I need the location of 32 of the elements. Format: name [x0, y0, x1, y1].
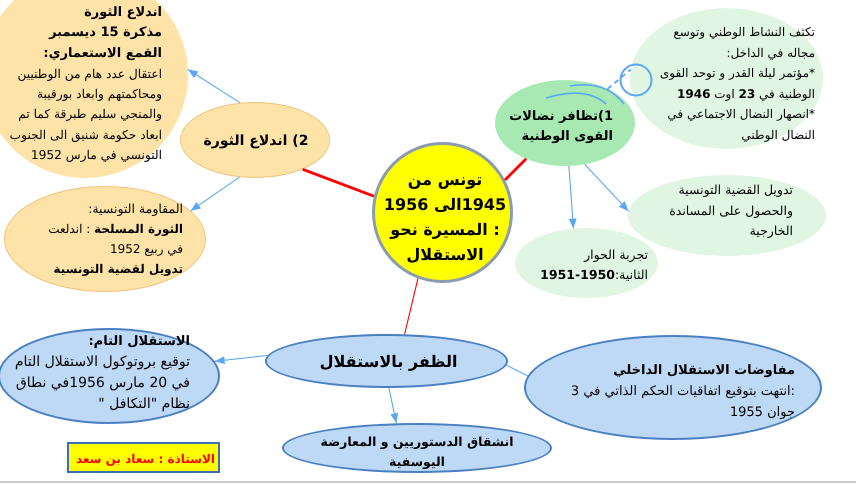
bubble-title: 2) اندلاع الثورة: [204, 132, 308, 151]
bubble-title: الظفر بالاستقلال: [320, 351, 458, 373]
bubble-subheading: مذكرة 15 ديسمبر: [49, 24, 162, 42]
bubble-heading: المقاومة التونسية:: [88, 200, 183, 218]
bubble-text: :انتهت بتوقيع اتفاقيات الحكم الذاتي في 3 جوان 1955: [570, 383, 795, 422]
connector-line: [302, 168, 374, 198]
arrow: [584, 164, 629, 212]
arrow: [214, 354, 268, 364]
connector-line: [504, 158, 528, 181]
connector-line: [404, 278, 418, 334]
bubble-text: اعتقال عدد هام من الوطنيين ومحاكمتهم وابعاد بورقيبة والمنجي سليم طبرقة كما تم ابعاد حكومة شنيق الى الجنوب التونسي في مارس 1952: [8, 66, 162, 164]
bubble-text: تدويل القضية التونسية والحصول على المساندة الخارجية: [668, 181, 793, 240]
connector-line: [607, 68, 632, 90]
bubble-text: انشقاق الدستوريين و المعارضة اليوسفية: [319, 433, 515, 471]
bubble-title: 1)تظافر نضالات القوى الوطنية: [508, 108, 613, 146]
bubble-heading: مفاوضات الاستقلال الداخلي: [613, 362, 795, 380]
bubble-subheading: القمع الاستعماري:: [43, 44, 162, 63]
author-name: الاستاذة : سعاد بن سعد: [76, 451, 215, 468]
bubble-text: الثورة المسلحة : اندلعت في ربيع 1952: [47, 221, 183, 258]
arrow: [568, 166, 577, 229]
bubble-text: تدويل لقضية التونسية: [53, 261, 183, 278]
arrow: [388, 388, 398, 424]
bubble-heading: اندلاع الثورة: [84, 4, 162, 22]
name-box: [67, 442, 220, 473]
arrow: [188, 68, 240, 104]
connector-line: [506, 364, 528, 376]
bubble-text: *انصهار النضال الاجتماعي في النضال الوطني: [666, 106, 815, 144]
bubble-heading: الاستقلال التام:: [88, 333, 190, 351]
central-title: تونس من 1945الى 1956 : المسيرة نحو الاستقلال: [383, 169, 507, 266]
bubble-text: تكثف النشاط الوطني وتوسع مجاله في الداخل:: [672, 24, 815, 62]
bubble-text: توقيع بروتوكول الاستقلال التام في 20 مارس 1956في نطاق نظام "التكافل ": [14, 353, 190, 414]
arrow: [190, 176, 240, 212]
